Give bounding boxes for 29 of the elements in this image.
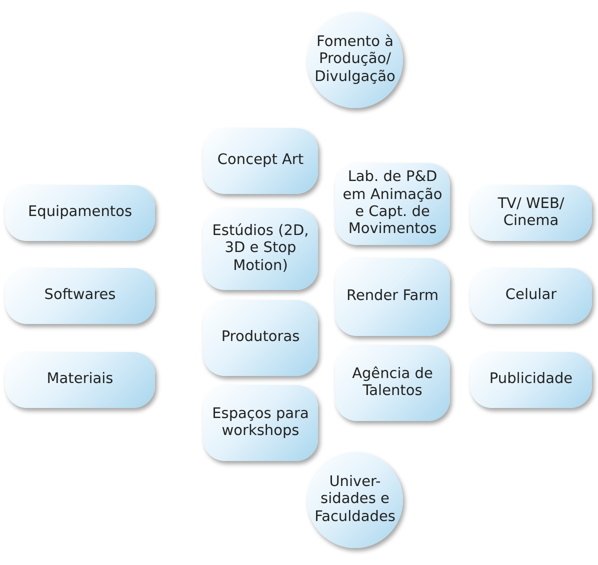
node-label: Publicidade <box>489 371 573 389</box>
node-label: Agência de Talentos <box>351 366 434 400</box>
node-label: Materiais <box>46 371 114 389</box>
node-label: Espaços para workshops <box>211 406 310 440</box>
rounded-box <box>5 268 155 324</box>
rounded-box <box>335 258 450 336</box>
node-label: Univer- sidades e Faculdades <box>314 474 396 526</box>
node-label: Estúdios (2D, 3D e Stop Motion) <box>211 222 310 276</box>
node-label: Render Farm <box>346 288 438 306</box>
rounded-box <box>203 128 318 194</box>
circle-node <box>307 452 403 548</box>
rounded-box <box>470 268 592 324</box>
node-label: Produtoras <box>221 329 300 347</box>
node-label: Fomento à Produção/ Divulgação <box>314 34 396 86</box>
rounded-box <box>5 185 155 241</box>
node-label: Softwares <box>44 287 116 305</box>
rounded-box <box>335 345 450 421</box>
rounded-box <box>203 385 318 461</box>
node-label: Concept Art <box>217 152 304 170</box>
node-label: Lab. de P&D em Animação e Capt. de Movimentos <box>342 169 444 239</box>
rounded-box <box>203 300 318 376</box>
node-label: TV/ WEB/ Cinema <box>496 196 566 230</box>
node-label: Equipamentos <box>28 204 132 222</box>
rounded-box <box>470 352 592 408</box>
rounded-box <box>203 208 318 290</box>
rounded-box <box>335 163 450 245</box>
node-label: Celular <box>505 287 557 305</box>
rounded-box <box>470 185 592 241</box>
rounded-box <box>5 352 155 408</box>
